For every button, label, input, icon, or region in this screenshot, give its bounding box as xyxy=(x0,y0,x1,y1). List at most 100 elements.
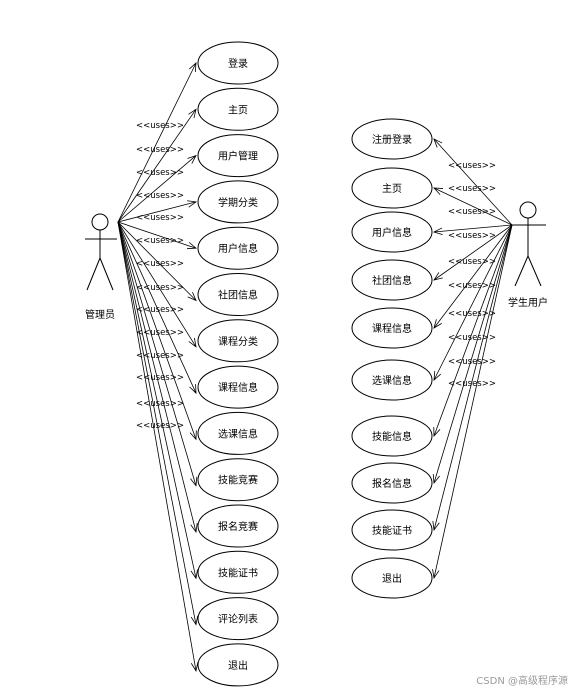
admin-association-line xyxy=(117,109,197,223)
admin-association-line xyxy=(117,221,197,348)
admin-use-case: 课程信息 xyxy=(197,365,279,409)
student-association-line xyxy=(433,224,513,579)
use-case-label: 技能证书 xyxy=(372,524,412,537)
uses-label: <<uses>> xyxy=(448,333,496,343)
uses-label: <<uses>> xyxy=(448,379,496,389)
student-actor-leg-left xyxy=(514,255,529,287)
admin-association-line xyxy=(117,221,197,301)
uses-label: <<uses>> xyxy=(136,259,184,269)
use-case-label: 用户信息 xyxy=(218,242,258,255)
admin-association-arrowhead xyxy=(189,430,197,441)
admin-use-case: 选课信息 xyxy=(197,411,279,455)
admin-actor-leg-right xyxy=(99,257,114,291)
use-case-label: 用户管理 xyxy=(218,150,258,163)
admin-association-line xyxy=(117,221,197,440)
use-case-label: 课程信息 xyxy=(218,381,258,394)
uses-labels: <<uses>> <<uses>> <<uses>> <<uses>> <<uses>>… xyxy=(136,121,496,431)
student-association-line xyxy=(433,224,513,381)
admin-use-case: 技能证书 xyxy=(197,550,279,594)
student-use-case: 主页 xyxy=(351,167,433,209)
use-case-label: 退出 xyxy=(228,659,248,672)
uses-label: <<uses>> xyxy=(136,399,184,409)
admin-use-case: 社团信息 xyxy=(197,273,279,316)
admin-use-case: 评论列表 xyxy=(197,597,279,641)
student-use-case: 退出 xyxy=(351,557,433,599)
admin-association-arrowhead xyxy=(186,242,198,250)
use-case-label: 课程分类 xyxy=(218,335,258,348)
admin-association-arrowhead xyxy=(190,569,198,580)
admin-actor-leg-left xyxy=(86,257,101,291)
admin-association-line xyxy=(117,221,197,671)
uses-label: <<uses>> xyxy=(448,207,496,217)
student-association-line xyxy=(433,224,513,329)
student-association-arrowhead xyxy=(432,569,440,580)
use-case-ellipse xyxy=(197,597,279,641)
use-case-label: 报名竞赛 xyxy=(218,520,258,533)
uses-label: <<uses>> xyxy=(136,283,184,293)
student-use-case: 报名信息 xyxy=(351,462,433,504)
use-case-ellipse xyxy=(197,319,279,363)
use-case-ellipse xyxy=(351,211,433,253)
uses-label: <<uses>> xyxy=(448,257,496,267)
association-lines xyxy=(117,62,513,672)
use-case-label: 学期分类 xyxy=(218,196,258,209)
student-association-line xyxy=(433,224,513,484)
admin-association-arrowhead xyxy=(190,523,198,534)
uses-label: <<uses>> xyxy=(136,213,184,223)
student-actor: 学生用户 xyxy=(508,201,548,309)
student-use-case: 社团信息 xyxy=(351,259,433,301)
uses-label: <<uses>> xyxy=(448,161,496,171)
use-case-label: 社团信息 xyxy=(218,289,258,302)
use-case-ellipse xyxy=(351,359,433,401)
uses-label: <<uses>> xyxy=(448,184,496,194)
admin-use-case: 登录 xyxy=(197,41,279,85)
student-association-line xyxy=(433,224,513,281)
student-association-arrowhead xyxy=(432,521,440,532)
student-use-case: 课程信息 xyxy=(351,307,433,349)
admin-association-line xyxy=(117,221,197,533)
admin-association-arrowhead xyxy=(189,62,197,73)
student-association-arrowhead xyxy=(433,272,443,281)
admin-association-line xyxy=(117,221,197,249)
admin-use-case: 报名竞赛 xyxy=(197,504,279,548)
admin-association-arrowhead xyxy=(187,292,197,302)
admin-association-line xyxy=(117,155,197,223)
uses-label: <<uses>> xyxy=(448,231,496,241)
use-case-label: 报名信息 xyxy=(372,477,412,490)
use-case-ellipse xyxy=(197,180,279,224)
admin-association-arrowhead xyxy=(188,108,197,119)
student-actor-leg-right xyxy=(527,255,542,287)
student-association-line xyxy=(433,138,513,226)
student-association-arrowhead xyxy=(433,370,442,381)
uses-label: <<uses>> xyxy=(448,357,496,367)
admin-association-arrowhead xyxy=(187,200,198,208)
use-case-label: 社团信息 xyxy=(372,274,412,287)
admin-use-case: 用户信息 xyxy=(197,226,279,270)
admin-association-arrowhead xyxy=(188,337,197,348)
student-association-line xyxy=(433,224,513,437)
use-case-label: 课程信息 xyxy=(372,322,412,335)
admin-association-arrowhead xyxy=(189,384,197,395)
use-case-label: 技能信息 xyxy=(372,430,412,443)
admin-use-case: 技能竞赛 xyxy=(197,458,279,502)
use-case-label: 注册登录 xyxy=(372,133,412,146)
student-association-arrowhead xyxy=(432,227,443,235)
admin-association-line xyxy=(117,62,197,223)
student-association-arrowhead xyxy=(432,473,440,485)
admin-association-line xyxy=(117,221,197,579)
uses-label: <<uses>> xyxy=(136,373,184,383)
admin-actor: 管理员 xyxy=(85,213,117,321)
use-case-label: 登录 xyxy=(228,57,248,70)
student-association-arrowhead xyxy=(433,138,443,148)
student-use-case: 技能证书 xyxy=(351,509,433,551)
student-use-case: 注册登录 xyxy=(351,118,433,160)
use-cases: 登录主页用户管理学期分类用户信息社团信息课程分类课程信息选课信息技能竞赛报名竞赛… xyxy=(197,41,433,687)
use-case-label: 主页 xyxy=(228,104,248,116)
use-case-label: 技能证书 xyxy=(218,566,258,579)
use-case-ellipse xyxy=(351,307,433,349)
use-case-label: 用户信息 xyxy=(372,226,412,239)
student-association-line xyxy=(433,224,513,233)
uses-label: <<uses>> xyxy=(136,351,184,361)
student-association-line xyxy=(433,187,513,226)
admin-association-line xyxy=(117,221,197,486)
